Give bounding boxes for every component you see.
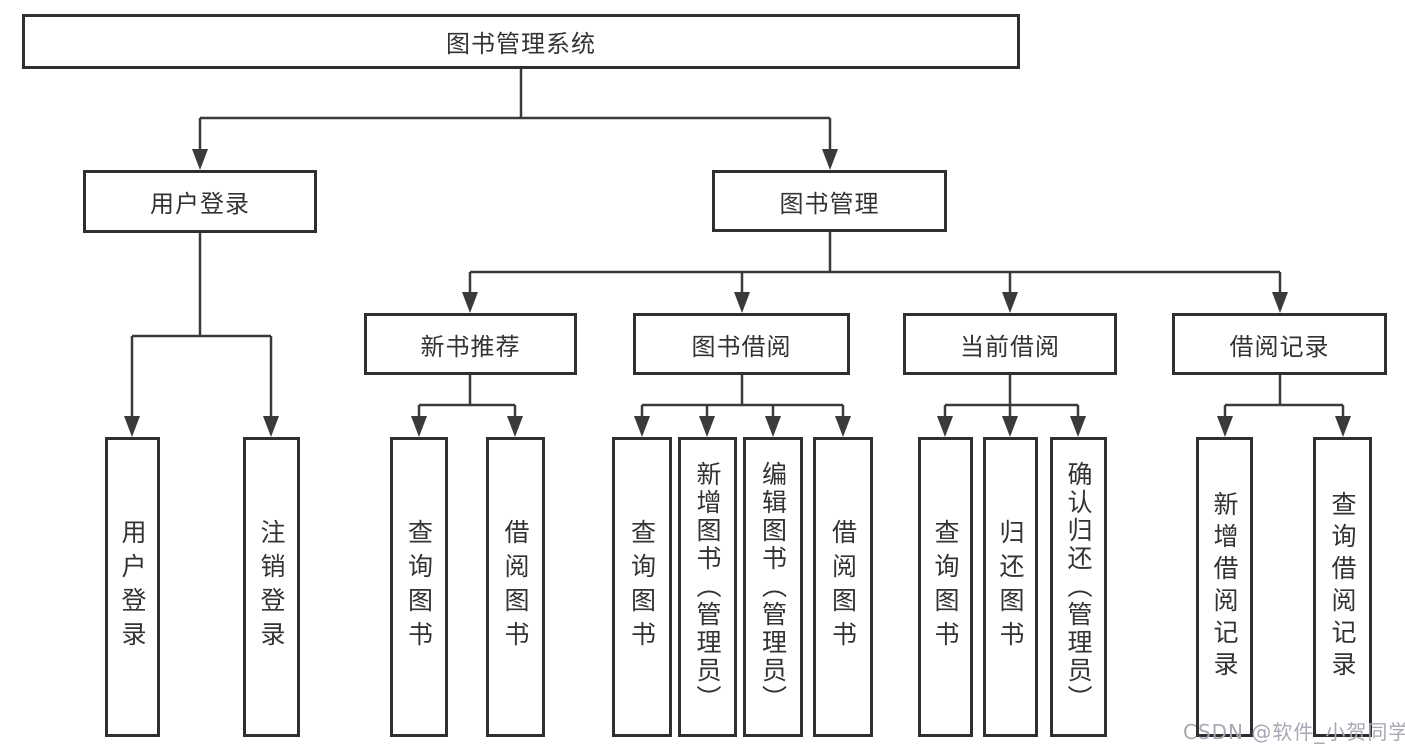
arrow-down-icon	[1217, 416, 1233, 437]
arrow-down-icon	[1002, 416, 1018, 437]
arrow-down-icon	[937, 416, 953, 437]
arrow-down-icon	[1335, 416, 1351, 437]
node-label: 查询图书	[627, 519, 657, 655]
arrow-down-icon	[411, 416, 427, 437]
arrow-down-icon	[1002, 292, 1018, 313]
node-label: 当前借阅	[960, 332, 1060, 361]
node-book-management: 图书管理	[712, 170, 947, 232]
node-label: 图书管理系统	[446, 30, 596, 58]
leaf-query-borrow-record: 查询借阅记录	[1313, 437, 1372, 737]
arrow-down-icon	[507, 416, 523, 437]
node-label: 编辑图书（管理员）	[758, 461, 788, 713]
node-label: 借阅图书	[828, 519, 858, 655]
node-label: 确认归还（管理员）	[1064, 461, 1093, 713]
csdn-watermark: CSDN @软件_小贺同学	[1183, 720, 1405, 744]
node-label: 图书借阅	[691, 332, 792, 361]
node-label: 注销登录	[257, 519, 286, 655]
node-borrowing-records: 借阅记录	[1172, 313, 1387, 375]
arrow-down-icon	[192, 149, 208, 170]
node-label: 借阅图书	[501, 519, 530, 655]
node-current-borrowing: 当前借阅	[903, 313, 1117, 375]
node-book-borrowing: 图书借阅	[633, 313, 850, 375]
node-label: 查询借阅记录	[1328, 491, 1357, 683]
node-label: 新增图书（管理员）	[693, 461, 722, 713]
node-label: 新书推荐	[420, 332, 521, 361]
leaf-borrow-books-recommend: 借阅图书	[486, 437, 545, 737]
arrow-down-icon	[634, 416, 650, 437]
node-label: 新增借阅记录	[1210, 491, 1239, 683]
arrow-down-icon	[1070, 416, 1086, 437]
node-label: 用户登录	[150, 190, 250, 218]
leaf-return-books: 归还图书	[983, 437, 1038, 737]
leaf-query-books-borrowing: 查询图书	[612, 437, 672, 737]
node-label: 查询图书	[404, 519, 434, 655]
arrow-down-icon	[835, 416, 851, 437]
arrow-down-icon	[263, 416, 279, 437]
node-label: 用户登录	[118, 519, 147, 655]
arrow-down-icon	[1272, 292, 1288, 313]
node-label: 图书管理	[779, 189, 880, 218]
node-user-login: 用户登录	[83, 170, 317, 233]
node-library-management-system: 图书管理系统	[22, 14, 1020, 69]
leaf-add-borrow-record: 新增借阅记录	[1196, 437, 1253, 737]
leaf-query-books-current: 查询图书	[918, 437, 973, 737]
arrow-down-icon	[734, 292, 750, 313]
arrow-down-icon	[822, 149, 838, 170]
node-label: 借阅记录	[1229, 332, 1330, 361]
arrow-down-icon	[765, 416, 781, 437]
node-new-book-recommend: 新书推荐	[364, 313, 577, 375]
leaf-query-books-recommend: 查询图书	[390, 437, 448, 737]
leaf-user-login: 用户登录	[105, 437, 160, 737]
node-label: 归还图书	[996, 519, 1025, 655]
leaf-logout: 注销登录	[243, 437, 300, 737]
node-label: 查询图书	[931, 519, 960, 655]
leaf-edit-books-admin: 编辑图书（管理员）	[743, 437, 803, 737]
arrow-down-icon	[462, 292, 478, 313]
arrow-down-icon	[699, 416, 715, 437]
arrow-down-icon	[124, 416, 140, 437]
leaf-borrow-books: 借阅图书	[813, 437, 873, 737]
leaf-confirm-return-admin: 确认归还（管理员）	[1050, 437, 1107, 737]
leaf-add-books-admin: 新增图书（管理员）	[678, 437, 737, 737]
